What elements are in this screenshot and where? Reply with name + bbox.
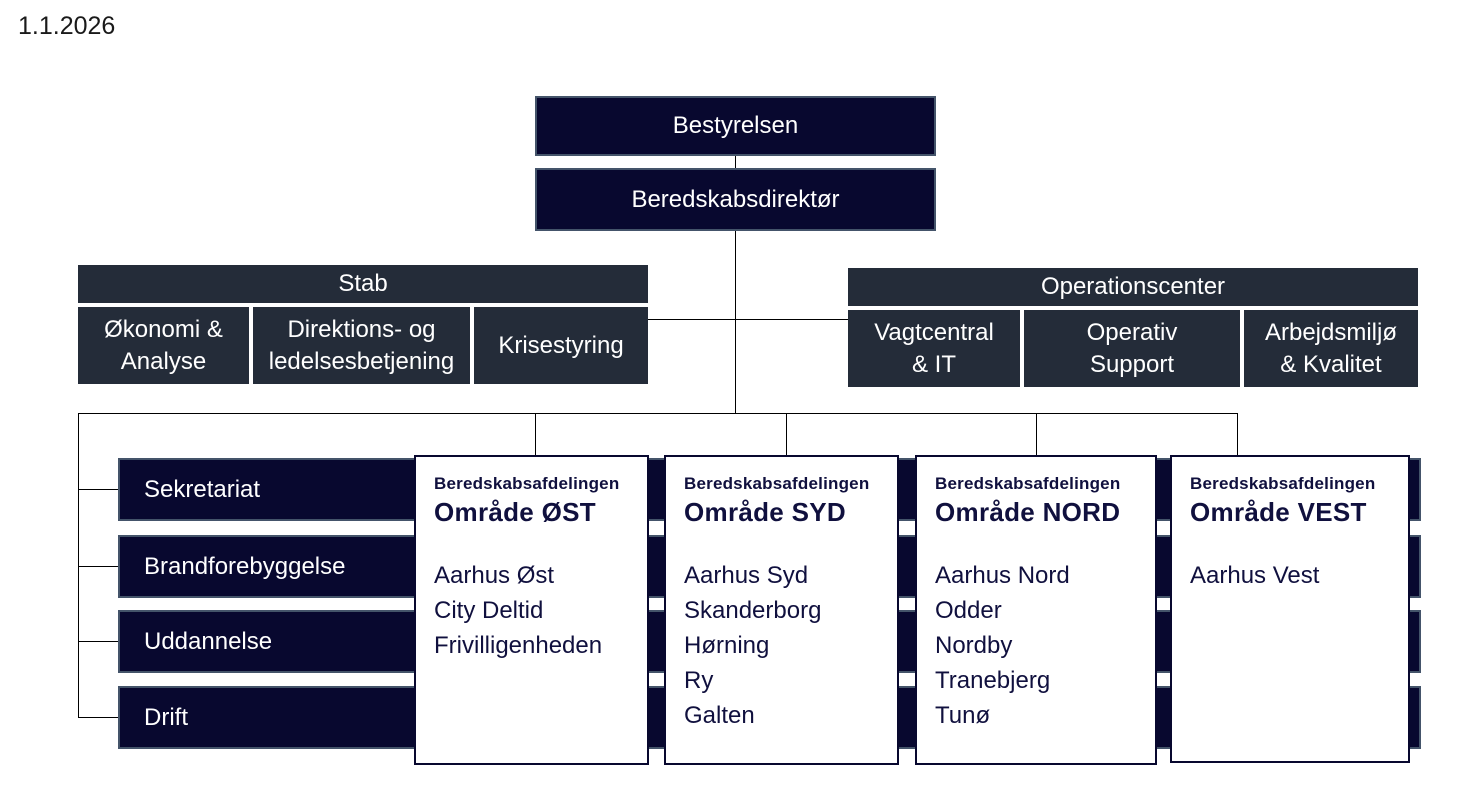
connector-drop-vest: [1237, 413, 1238, 456]
director-label: Beredskabsdirektør: [631, 185, 840, 213]
department-label: Uddannelse: [144, 627, 273, 655]
operationscenter-cell-vagtcentral-it: Vagtcentral & IT: [848, 310, 1020, 387]
connector-stub-uddannelse: [78, 641, 118, 642]
date-label: 1.1.2026: [18, 12, 116, 40]
connector-drop-syd: [786, 413, 787, 456]
department-label: Brandforebyggelse: [144, 552, 346, 580]
department-label: Drift: [144, 703, 188, 731]
area-stations: Aarhus Øst City Deltid Frivilligenheden: [434, 562, 603, 659]
connector-board-director: [735, 156, 736, 168]
stab-cell-direktions-ledelsesbetjening: Direktions- og ledelsesbetjening: [253, 307, 470, 384]
board-box: Bestyrelsen: [535, 96, 936, 156]
area-box-vest: Beredskabsafdelingen Område VEST Aarhus …: [1170, 455, 1410, 763]
director-box: Beredskabsdirektør: [535, 168, 936, 231]
stab-cell-okonomi-analyse: Økonomi & Analyse: [78, 307, 249, 384]
area-box-nord: Beredskabsafdelingen Område NORD Aarhus …: [915, 455, 1157, 765]
area-dept-label: Beredskabsafdelingen: [434, 474, 620, 493]
area-box-syd: Beredskabsafdelingen Område SYD Aarhus S…: [664, 455, 899, 765]
area-dept-label: Beredskabsafdelingen: [1190, 474, 1376, 493]
area-name: Område SYD: [684, 497, 846, 527]
stab-cell-krisestyring: Krisestyring: [474, 307, 648, 384]
area-dept-label: Beredskabsafdelingen: [935, 474, 1121, 493]
stab-header: Stab: [78, 265, 648, 303]
connector-drop-ost: [535, 413, 536, 456]
board-label: Bestyrelsen: [672, 112, 799, 139]
connector-left-vertical: [78, 413, 79, 718]
area-stations: Aarhus Vest: [1190, 562, 1320, 589]
operationscenter-cell-arbejdsmiljo-kvalitet: Arbejdsmiljø & Kvalitet: [1244, 310, 1418, 387]
area-stations: Aarhus Syd Skanderborg Hørning Ry Galten: [684, 562, 822, 729]
stab-title: Stab: [338, 270, 388, 298]
area-stations: Aarhus Nord Odder Nordby Tranebjerg Tunø: [935, 562, 1070, 729]
area-name: Område NORD: [935, 497, 1121, 527]
connector-stub-drift: [78, 717, 118, 718]
area-name: Område VEST: [1190, 497, 1367, 527]
operationscenter-title: Operationscenter: [1040, 273, 1226, 301]
connector-stab-operationscenter: [648, 319, 848, 320]
operationscenter-header: Operationscenter: [848, 268, 1418, 306]
department-label: Sekretariat: [144, 475, 261, 503]
connector-drop-nord: [1036, 413, 1037, 456]
connector-stub-sekretariat: [78, 489, 118, 490]
connector-stub-brandforebyggelse: [78, 566, 118, 567]
connector-main-horizontal: [78, 413, 1238, 414]
area-box-ost: Beredskabsafdelingen Område ØST Aarhus Ø…: [414, 455, 649, 765]
area-dept-label: Beredskabsafdelingen: [684, 474, 870, 493]
operationscenter-cell-operativ-support: Operativ Support: [1024, 310, 1240, 387]
connector-director-trunk: [735, 231, 736, 413]
area-name: Område ØST: [434, 497, 596, 527]
